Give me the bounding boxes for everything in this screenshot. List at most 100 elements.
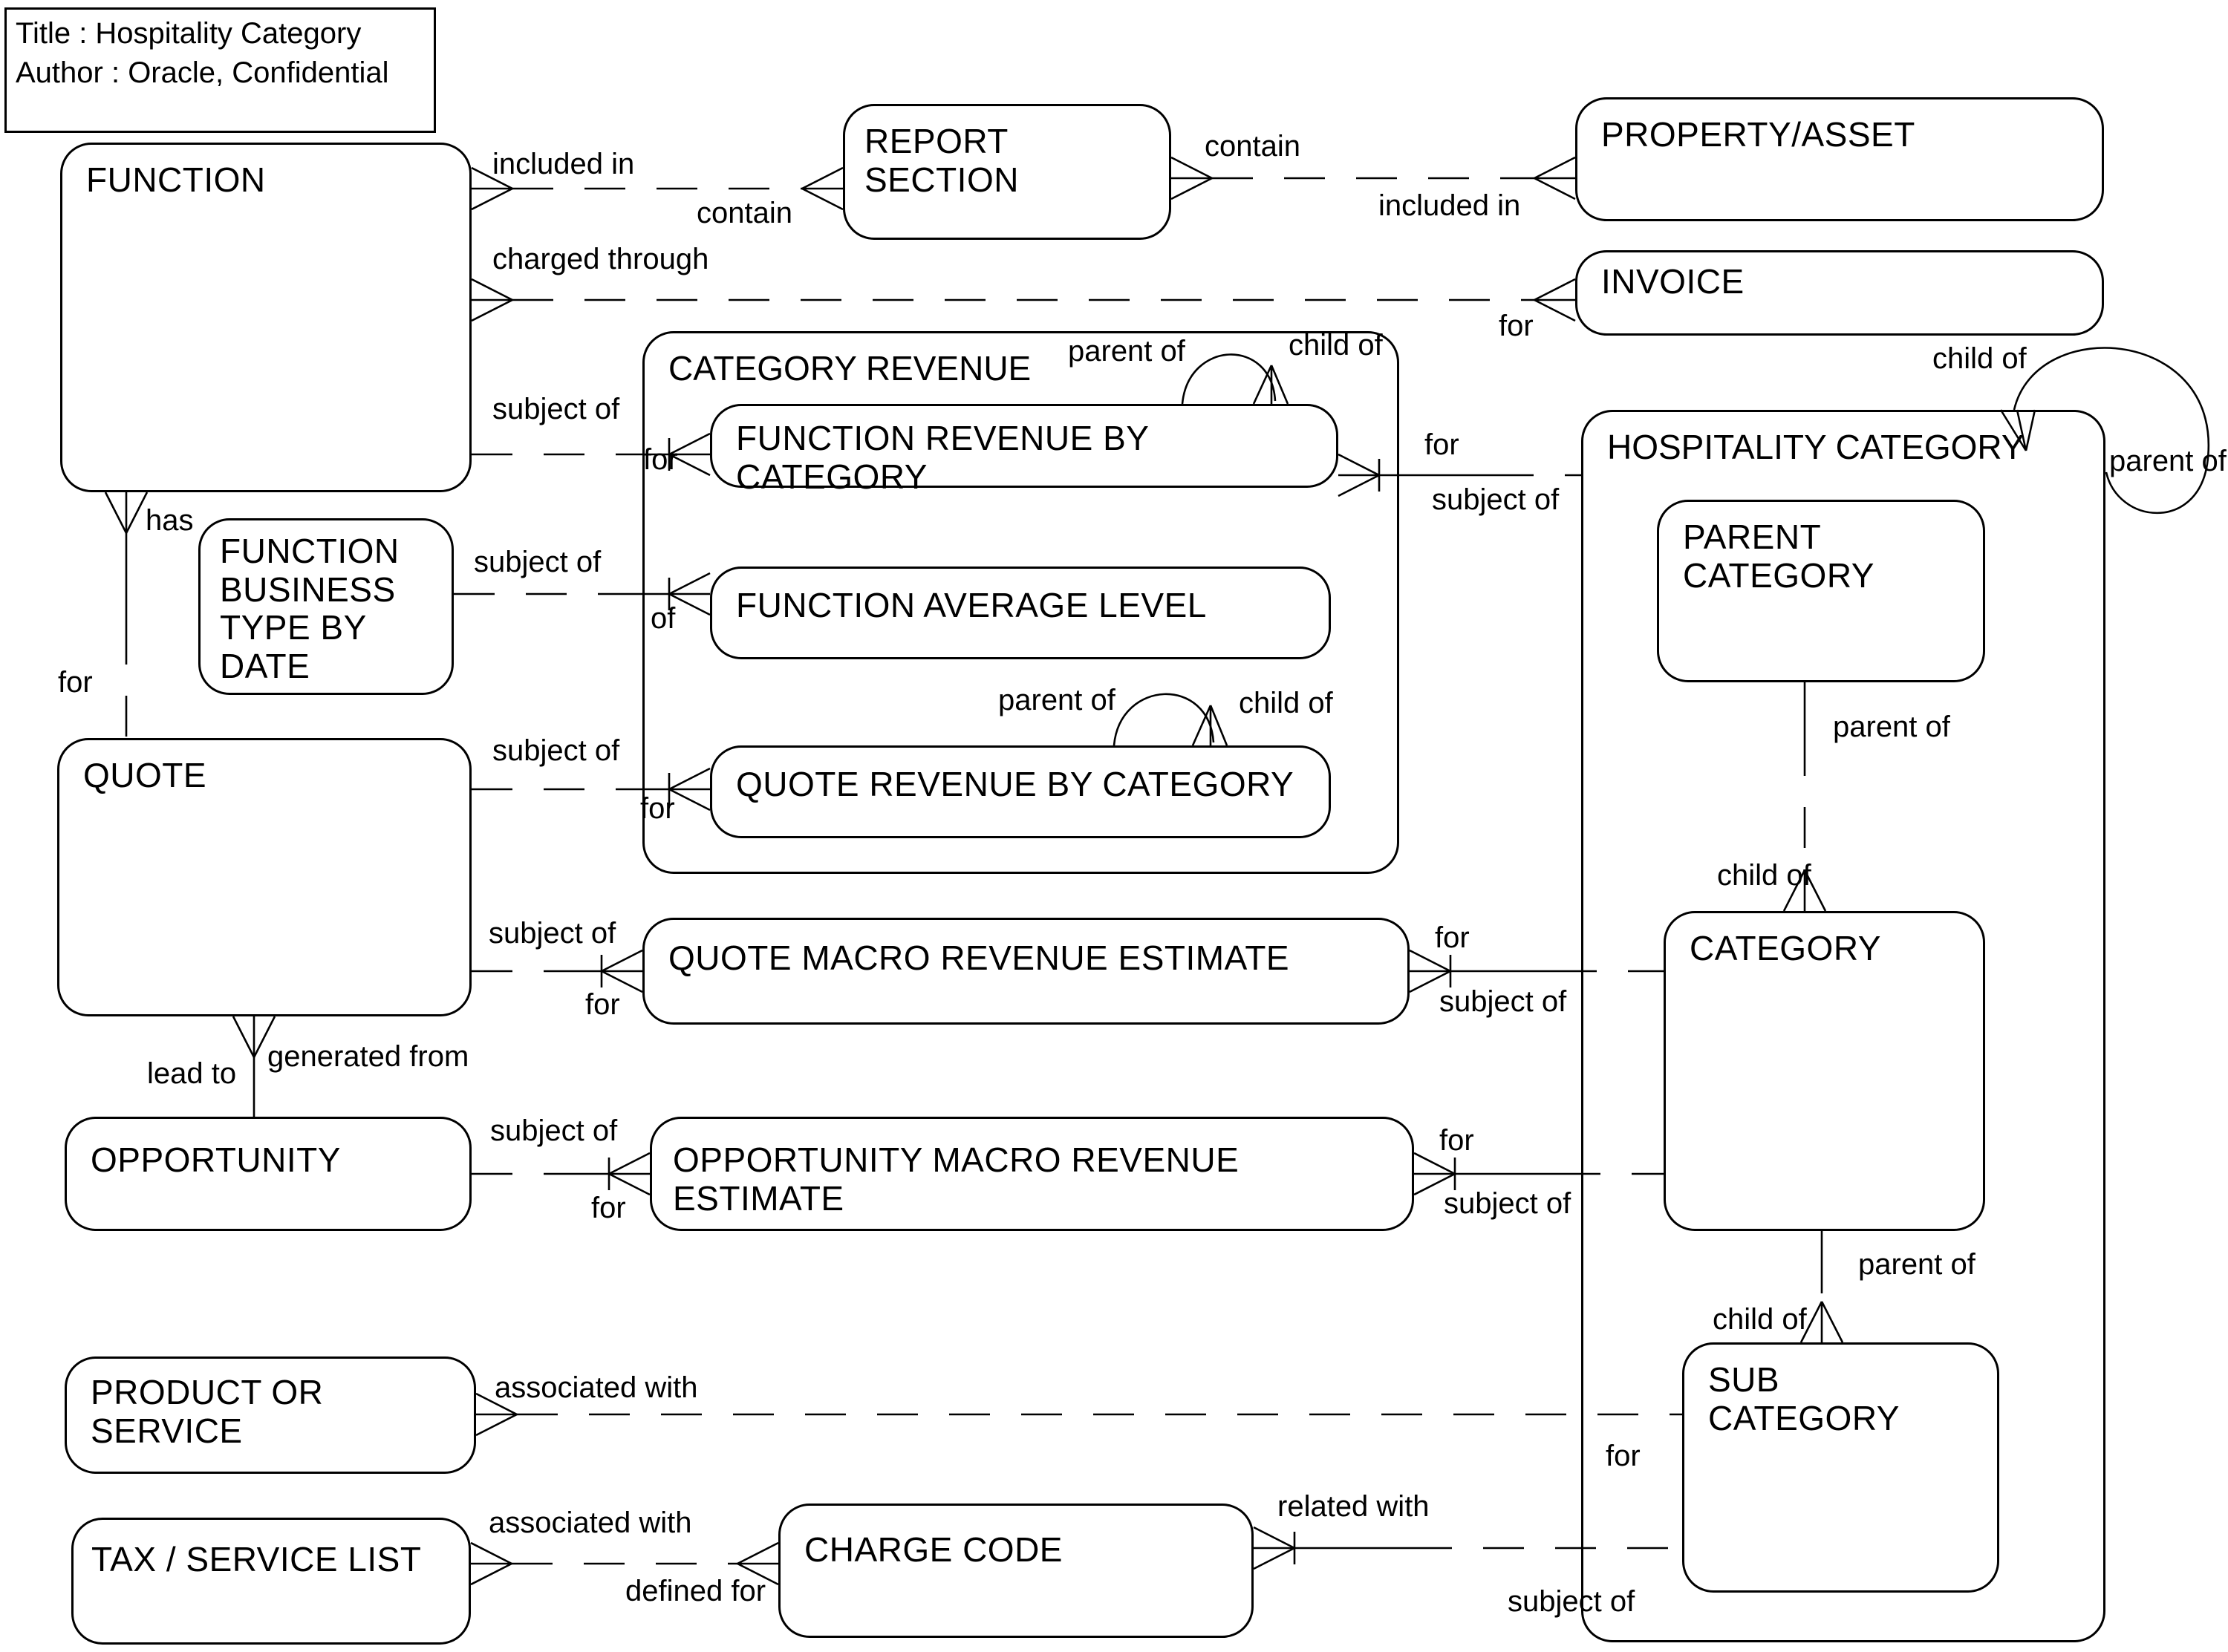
entity-property-asset-label: PROPERTY/ASSET <box>1601 115 1915 154</box>
rel-label-lead-to: lead to <box>147 1057 237 1090</box>
rel-label-parent-of-frbc: parent of <box>1068 335 1185 368</box>
entity-sub-category: SUB CATEGORY <box>1682 1342 1999 1593</box>
rel-qrbc-self-loop <box>1113 693 1228 746</box>
entity-category-label: CATEGORY <box>1690 929 1881 967</box>
rel-omre-category <box>1413 1152 1664 1196</box>
rel-label-related-with: related with <box>1277 1490 1430 1523</box>
rel-label-for-qmre: for <box>585 988 620 1021</box>
entity-quote: QUOTE <box>57 738 472 1016</box>
entity-invoice-label: INVOICE <box>1601 262 1745 301</box>
rel-label-for-omre-category: for <box>1439 1124 1474 1157</box>
rel-label-subject-of-frbc-hc: subject of <box>1432 483 1560 516</box>
entity-report-section-label: REPORT SECTION <box>864 122 1019 199</box>
entity-parent-category-label: PARENT CATEGORY <box>1683 518 1874 595</box>
entity-function: FUNCTION <box>60 143 472 492</box>
rel-label-for-frbc-hc: for <box>1424 428 1459 461</box>
rel-label-parent-of-qrbc: parent of <box>998 684 1115 716</box>
entity-charge-code: CHARGE CODE <box>778 1504 1254 1638</box>
entity-hospitality-category-label: HOSPITALITY CATEGORY <box>1607 428 2025 466</box>
entity-function-business-type-by-date: FUNCTION BUSINESS TYPE BY DATE <box>198 518 454 695</box>
rel-label-contain-function: contain <box>697 197 792 229</box>
rel-label-child-of-hc: child of <box>1932 342 2027 375</box>
rel-label-for-quote: for <box>58 666 93 699</box>
rel-label-subject-of-qmre: subject of <box>489 917 616 950</box>
entity-function-revenue-by-category-label: FUNCTION REVENUE BY CATEGORY <box>736 419 1149 496</box>
rel-label-for-invoice: for <box>1499 310 1534 342</box>
rel-label-subject-of-omre-category: subject of <box>1444 1187 1571 1220</box>
entity-category-revenue: CATEGORY REVENUE <box>642 331 1399 874</box>
rel-label-child-of-frbc: child of <box>1289 329 1383 362</box>
rel-label-defined-for: defined for <box>625 1575 766 1607</box>
rel-label-contain-report: contain <box>1205 130 1300 163</box>
rel-hospitality-category-self-loop <box>1999 347 2210 514</box>
rel-label-included-in-function: included in <box>492 148 635 180</box>
rel-label-subject-of-fal: subject of <box>474 546 602 578</box>
rel-function-frbc <box>472 432 711 477</box>
rel-product-sub-category <box>475 1392 1682 1437</box>
entity-property-asset: PROPERTY/ASSET <box>1575 97 2104 221</box>
rel-quote-qmre <box>472 949 643 993</box>
rel-label-subject-of-charge-sub: subject of <box>1508 1585 1635 1618</box>
entity-quote-macro-revenue-estimate: QUOTE MACRO REVENUE ESTIMATE <box>642 918 1410 1025</box>
rel-label-subject-of-omre: subject of <box>490 1114 618 1147</box>
rel-function-report-section <box>471 166 844 211</box>
diagram-title-box: Title : Hospitality Category Author : Or… <box>4 7 436 133</box>
entity-category: CATEGORY <box>1664 911 1985 1231</box>
rel-label-associated-with-product: associated with <box>495 1371 698 1404</box>
entity-hospitality-category: HOSPITALITY CATEGORY <box>1581 410 2105 1642</box>
rel-label-for-frbc: for <box>643 443 678 476</box>
entity-product-or-service: PRODUCT OR SERVICE <box>65 1356 476 1474</box>
rel-label-subject-of-qrbc: subject of <box>492 734 620 767</box>
rel-label-child-of-qrbc: child of <box>1239 687 1333 719</box>
entity-function-revenue-by-category: FUNCTION REVENUE BY CATEGORY <box>710 404 1338 495</box>
rel-label-for-qrbc: for <box>640 792 675 825</box>
entity-function-average-level-label: FUNCTION AVERAGE LEVEL <box>736 586 1207 624</box>
rel-frbc-self-loop <box>1181 353 1289 405</box>
rel-fbtbd-function-average-level <box>454 572 711 616</box>
rel-label-has: has <box>146 504 194 537</box>
rel-label-subject-of-frbc: subject of <box>492 393 620 425</box>
rel-label-child-of-sub: child of <box>1713 1303 1807 1336</box>
entity-invoice: INVOICE <box>1575 250 2104 336</box>
entity-report-section: REPORT SECTION <box>843 104 1171 240</box>
rel-label-parent-of-hc: parent of <box>2109 445 2227 477</box>
rel-category-sub-category <box>1799 1231 1844 1343</box>
entity-function-average-level: FUNCTION AVERAGE LEVEL <box>710 567 1331 659</box>
entity-function-business-type-by-date-label: FUNCTION BUSINESS TYPE BY DATE <box>220 532 400 685</box>
rel-label-parent-of-cat-sub: parent of <box>1858 1248 1975 1281</box>
entity-quote-label: QUOTE <box>83 756 207 794</box>
entity-quote-revenue-by-category: QUOTE REVENUE BY CATEGORY <box>710 745 1331 838</box>
rel-tax-charge-code <box>470 1541 779 1586</box>
rel-opportunity-omre <box>472 1152 651 1196</box>
rel-label-associated-with-tax: associated with <box>489 1506 692 1539</box>
diagram-author: Author : Oracle, Confidential <box>16 56 389 90</box>
rel-qmre-category <box>1409 949 1664 993</box>
diagram-title: Title : Hospitality Category <box>16 17 362 50</box>
entity-opportunity-macro-revenue-estimate-label: OPPORTUNITY MACRO REVENUE ESTIMATE <box>673 1140 1240 1218</box>
rel-opportunity-quote <box>232 1016 276 1117</box>
rel-label-for-product-sub: for <box>1606 1440 1641 1472</box>
entity-function-label: FUNCTION <box>86 160 266 199</box>
rel-parent-category-category <box>1782 682 1827 912</box>
entity-charge-code-label: CHARGE CODE <box>804 1530 1063 1569</box>
rel-label-parent-of-pc: parent of <box>1833 711 1950 743</box>
rel-label-for-omre: for <box>591 1192 626 1224</box>
rel-quote-qrbc <box>472 767 711 812</box>
rel-label-child-of-cat: child of <box>1717 859 1811 892</box>
rel-label-included-in-property: included in <box>1378 189 1521 222</box>
entity-opportunity: OPPORTUNITY <box>65 1117 472 1231</box>
rel-label-of-fal: of <box>651 602 676 635</box>
rel-label-subject-of-qmre-category: subject of <box>1439 985 1567 1018</box>
rel-label-generated-from: generated from <box>267 1040 469 1073</box>
rel-function-invoice <box>471 278 1576 322</box>
entity-parent-category: PARENT CATEGORY <box>1657 500 1985 682</box>
entity-quote-revenue-by-category-label: QUOTE REVENUE BY CATEGORY <box>736 765 1294 803</box>
rel-charge-code-sub-category <box>1253 1526 1682 1570</box>
entity-opportunity-macro-revenue-estimate: OPPORTUNITY MACRO REVENUE ESTIMATE <box>650 1117 1414 1231</box>
entity-opportunity-label: OPPORTUNITY <box>91 1140 341 1179</box>
entity-product-or-service-label: PRODUCT OR SERVICE <box>91 1373 324 1450</box>
entity-sub-category-label: SUB CATEGORY <box>1708 1360 1900 1437</box>
entity-quote-macro-revenue-estimate-label: QUOTE MACRO REVENUE ESTIMATE <box>668 938 1290 977</box>
